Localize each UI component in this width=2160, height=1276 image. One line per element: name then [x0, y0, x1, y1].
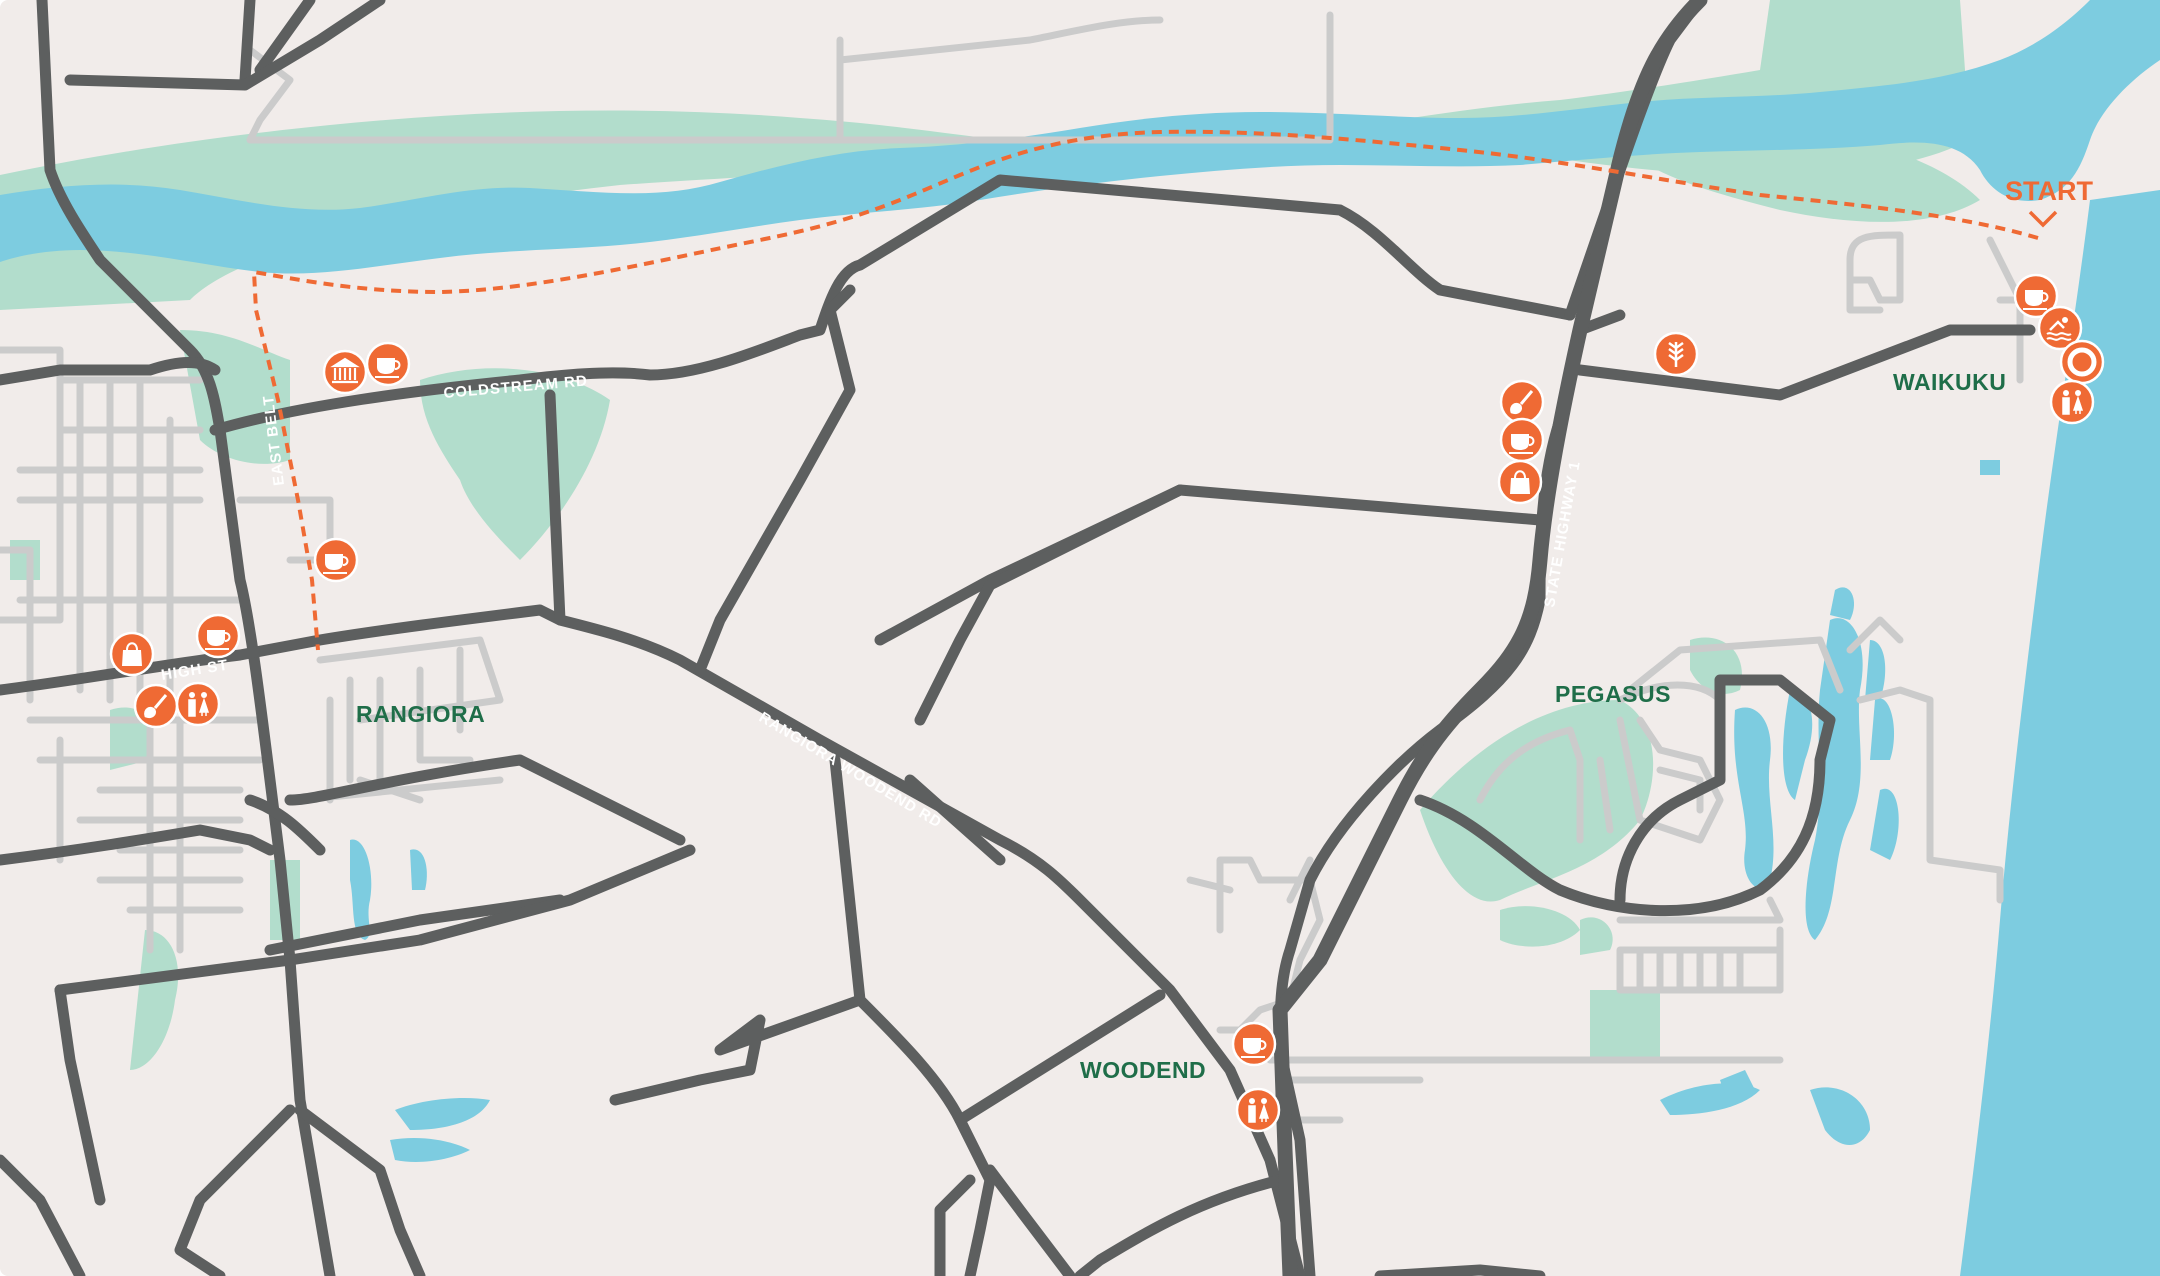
town-label-pegasus: PEGASUS [1555, 681, 1671, 707]
start-chevron-icon [2028, 210, 2058, 228]
museum-icon[interactable] [322, 349, 368, 395]
minor-roads [0, 11, 2044, 1124]
toilets-icon[interactable] [1235, 1087, 1281, 1133]
state-highway-1 [1272, 0, 1708, 1276]
town-label-woodend: WOODEND [1080, 1057, 1206, 1083]
points-of-interest [109, 273, 2105, 1133]
toilets-icon[interactable] [2049, 379, 2095, 425]
paintbrush-icon[interactable] [133, 683, 179, 729]
paintbrush-icon[interactable] [1499, 379, 1545, 425]
coffee-cup-icon[interactable] [1499, 417, 1545, 463]
coffee-cup-icon[interactable] [365, 341, 411, 387]
town-label-rangiora: RANGIORA [356, 701, 485, 727]
sea [1960, 190, 2160, 1276]
coffee-cup-icon[interactable] [313, 537, 359, 583]
lifebuoy-icon[interactable] [2059, 339, 2105, 385]
start-label: START [2005, 176, 2093, 206]
shopping-bag-icon[interactable] [1497, 459, 1543, 505]
coffee-cup-icon[interactable] [2013, 273, 2059, 319]
main-roads [0, 0, 2036, 1276]
shopping-bag-icon[interactable] [109, 631, 155, 677]
toilets-icon[interactable] [175, 681, 221, 727]
coffee-cup-icon[interactable] [195, 613, 241, 659]
wheat-icon[interactable] [1653, 331, 1699, 377]
swimming-icon[interactable] [2037, 305, 2083, 351]
town-label-waikuku: WAIKUKU [1893, 369, 2006, 395]
trail-route [251, 129, 2039, 651]
coffee-cup-icon[interactable] [1231, 1021, 1277, 1067]
ponds [350, 460, 2000, 1162]
